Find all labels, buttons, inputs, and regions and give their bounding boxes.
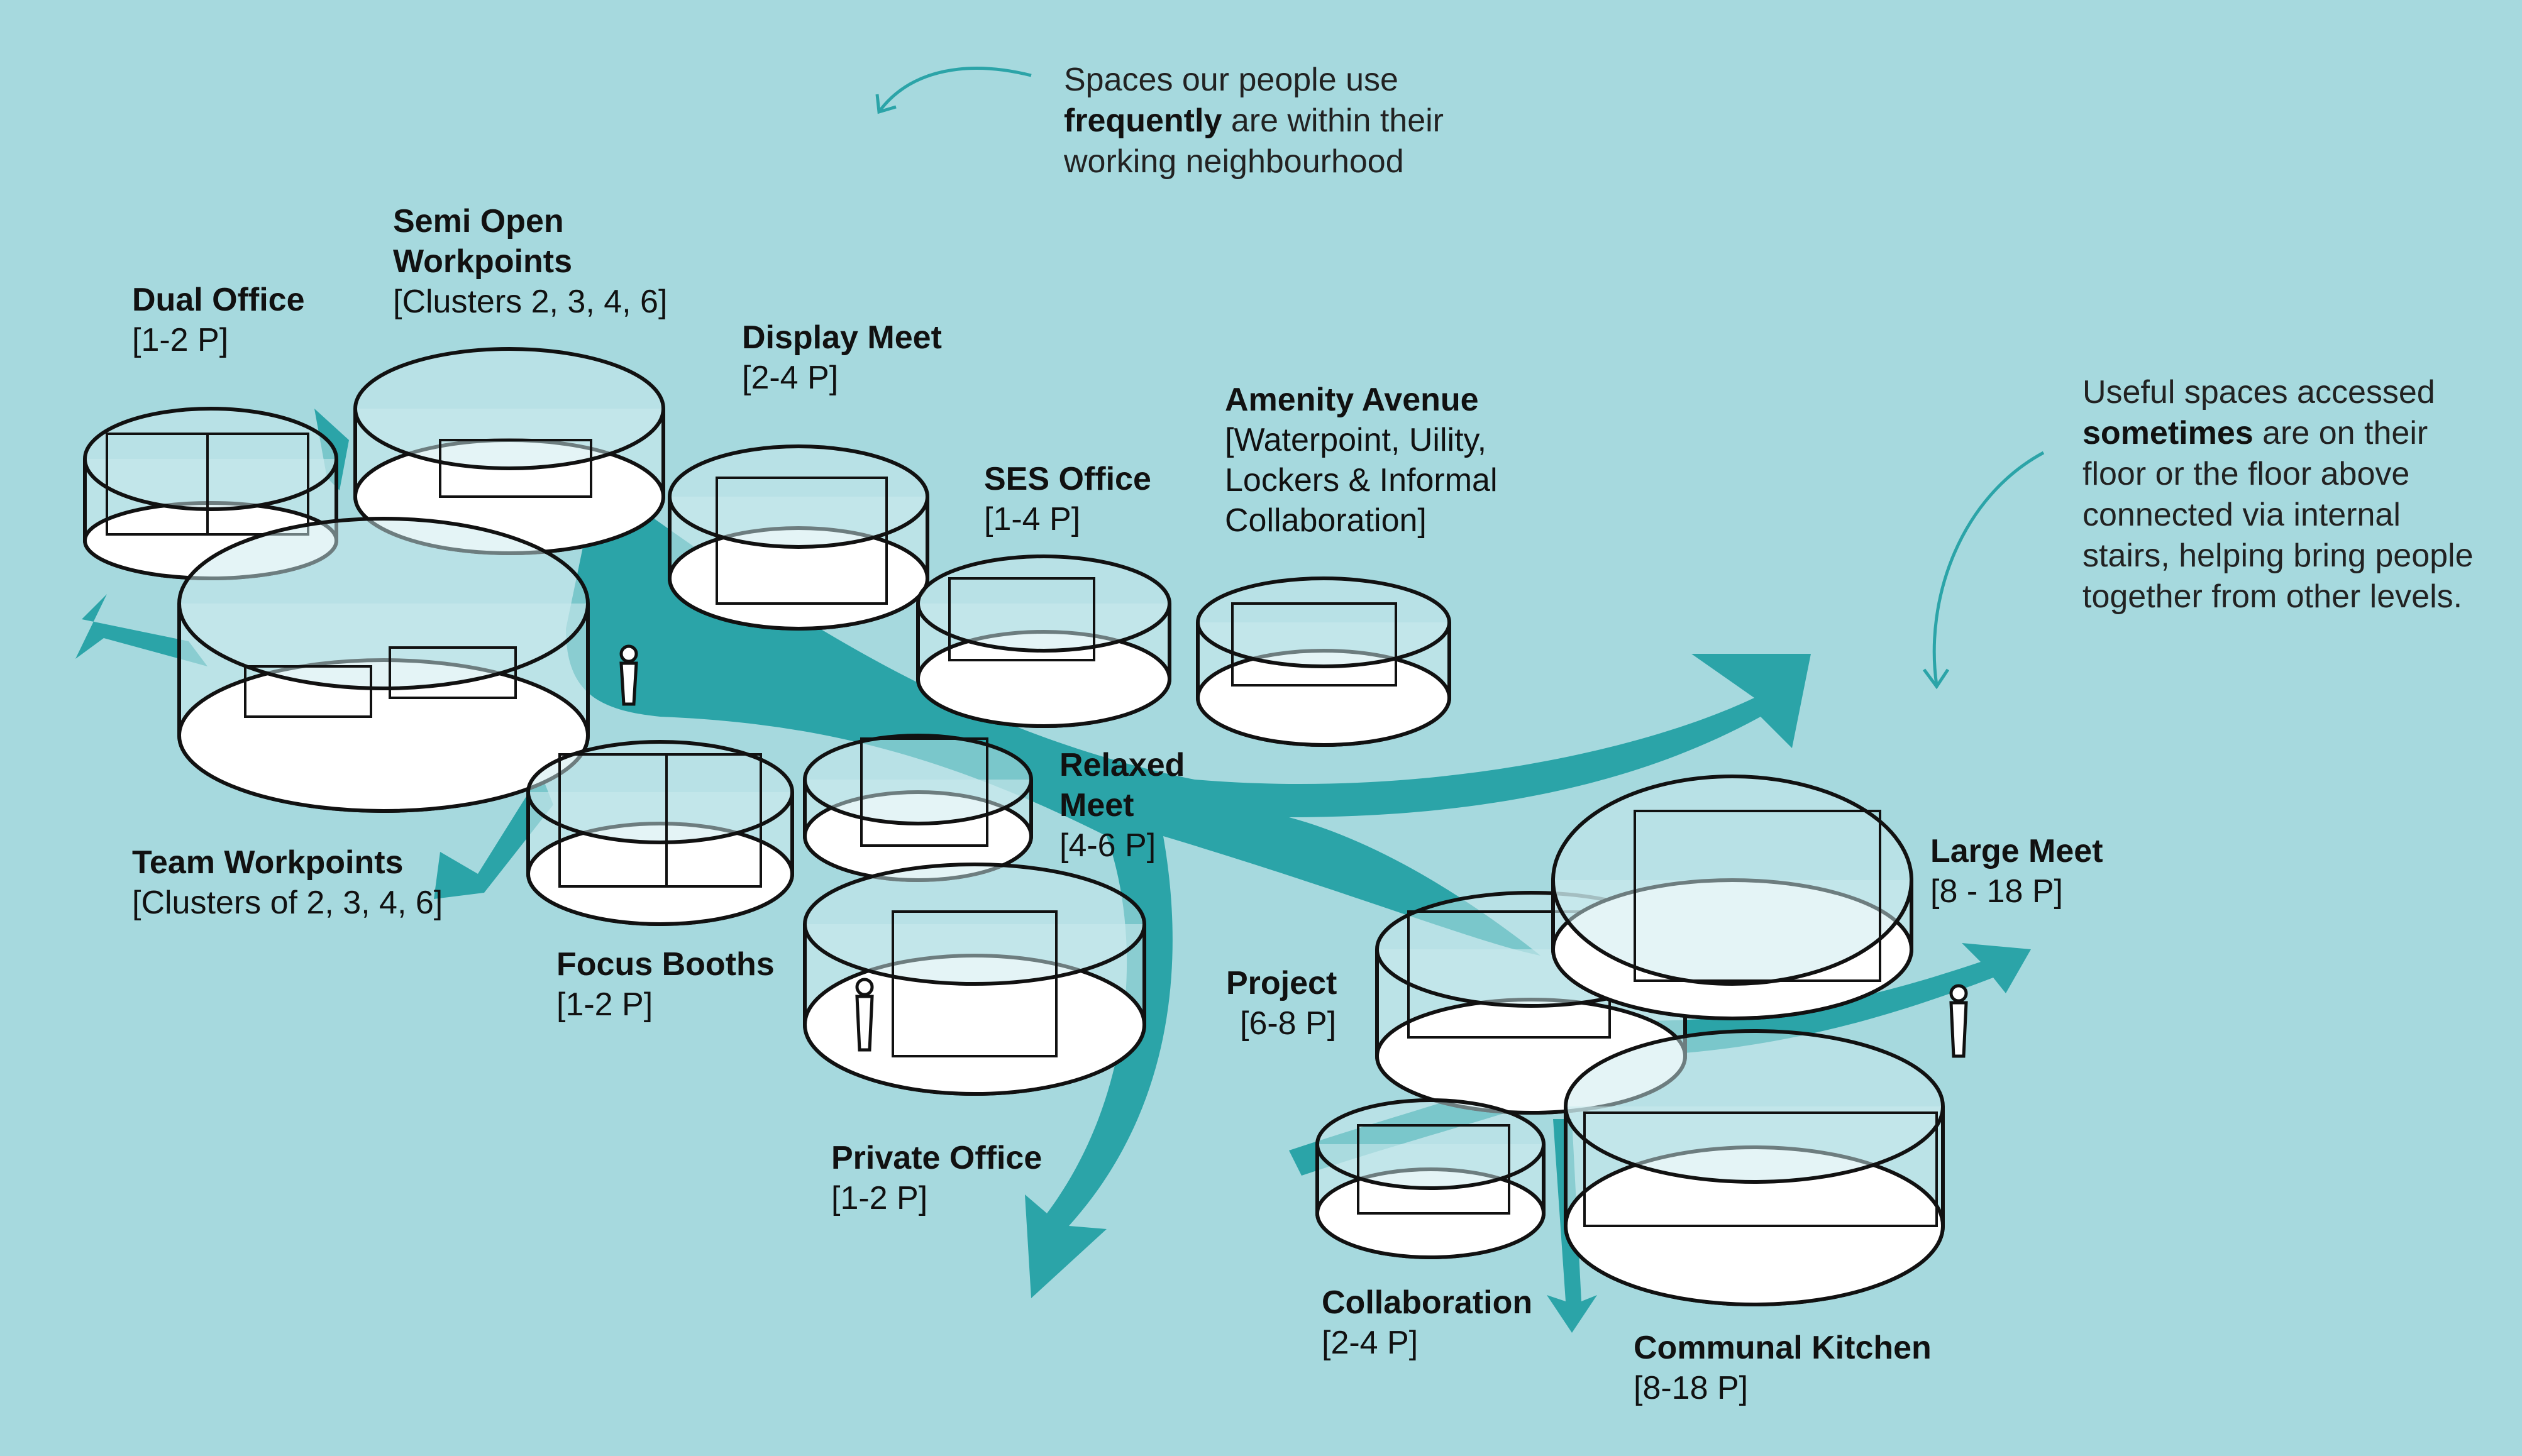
- label-capacity: [2-4 P]: [742, 360, 839, 396]
- label-title: Collaboration: [1322, 1284, 1533, 1321]
- label-collaboration: Collaboration [2-4 P]: [1322, 1282, 1532, 1363]
- label-communal-kitchen: Communal Kitchen [8-18 P]: [1634, 1328, 1932, 1408]
- pod-display-meet: [668, 444, 929, 631]
- note-sometimes-text-end: are on their floor or the floor above co…: [2082, 415, 2474, 615]
- path-to-lower-left: [434, 773, 553, 899]
- label-capacity: [1-4 P]: [984, 501, 1081, 538]
- label-project: Project [6-8 P]: [1226, 963, 1337, 1044]
- label-detail-line1: [Waterpoint, Uility,: [1225, 422, 1487, 458]
- pod-relaxed-meet: [803, 734, 1033, 882]
- label-capacity: [6-8 P]: [1240, 1005, 1337, 1042]
- label-amenity-avenue: Amenity Avenue [Waterpoint, Uility, Lock…: [1225, 380, 1498, 541]
- label-semi-open-workpoints: Semi Open Workpoints [Clusters 2, 3, 4, …: [393, 201, 667, 322]
- label-capacity: [1-2 P]: [831, 1180, 928, 1216]
- label-capacity: [2-4 P]: [1322, 1325, 1419, 1361]
- label-capacity: [4-6 P]: [1059, 827, 1156, 864]
- label-ses-office: SES Office [1-4 P]: [984, 459, 1151, 539]
- person-icon: [1949, 984, 1968, 1058]
- label-large-meet: Large Meet [8 - 18 P]: [1930, 831, 2103, 912]
- pod-collaboration: [1315, 1098, 1546, 1259]
- person-icon: [855, 978, 874, 1052]
- label-title: Amenity Avenue: [1225, 382, 1479, 418]
- note-frequent-text-end: are within their working neighbourhood: [1064, 102, 1444, 180]
- pod-amenity-avenue: [1196, 576, 1451, 747]
- note-frequent-bold: frequently: [1064, 102, 1222, 139]
- label-title: Private Office: [831, 1140, 1043, 1176]
- pod-large-meet: [1551, 775, 1913, 1020]
- note-frequent-text: Spaces our people use: [1064, 62, 1398, 98]
- label-relaxed-meet: Relaxed Meet [4-6 P]: [1059, 745, 1185, 866]
- arrow-sometimes: [1932, 451, 2045, 686]
- note-frequent: Spaces our people use frequently are wit…: [1064, 60, 1504, 182]
- pod-ses-office: [916, 554, 1171, 728]
- pod-communal-kitchen: [1564, 1029, 1945, 1306]
- annotation-arrows: [875, 67, 2045, 690]
- label-team-workpoints: Team Workpoints [Clusters of 2, 3, 4, 6]: [132, 842, 443, 923]
- label-title: Dual Office: [132, 282, 305, 318]
- label-dual-office: Dual Office [1-2 P]: [132, 280, 305, 360]
- note-sometimes: Useful spaces accessed sometimes are on …: [2082, 372, 2485, 617]
- person-icon: [619, 644, 638, 706]
- label-capacity: [8-18 P]: [1634, 1370, 1749, 1406]
- label-title-line2: Workpoints: [393, 243, 573, 280]
- label-title: SES Office: [984, 461, 1151, 497]
- label-title: Communal Kitchen: [1634, 1330, 1932, 1366]
- label-title: Team Workpoints: [132, 844, 404, 881]
- arrow-frequent: [879, 67, 1032, 111]
- arrow-frequent-head: [875, 94, 897, 114]
- main-spine: [566, 478, 1811, 1298]
- label-title-line2: Meet: [1059, 787, 1134, 824]
- label-title: Focus Booths: [556, 946, 775, 983]
- label-focus-booths: Focus Booths [1-2 P]: [556, 944, 775, 1025]
- label-capacity: [1-2 P]: [132, 322, 229, 358]
- label-private-office: Private Office [1-2 P]: [831, 1138, 1042, 1218]
- label-display-meet: Display Meet [2-4 P]: [742, 317, 942, 398]
- note-sometimes-text: Useful spaces accessed: [2082, 374, 2435, 411]
- label-title: Project: [1226, 965, 1337, 1001]
- label-capacity: [Clusters of 2, 3, 4, 6]: [132, 885, 443, 921]
- note-sometimes-bold: sometimes: [2082, 415, 2254, 451]
- arrow-sometimes-head: [1922, 668, 1950, 690]
- label-title: Large Meet: [1930, 833, 2103, 869]
- label-detail-line3: Collaboration]: [1225, 502, 1427, 539]
- label-capacity: [8 - 18 P]: [1930, 873, 2063, 910]
- label-capacity: [Clusters 2, 3, 4, 6]: [393, 284, 668, 320]
- label-title: Display Meet: [742, 319, 942, 356]
- pod-private-office: [803, 863, 1146, 1096]
- path-to-left: [75, 594, 207, 666]
- pod-focus-booths: [526, 740, 794, 926]
- label-title-line1: Semi Open: [393, 203, 564, 240]
- pod-team-workpoints: [177, 517, 590, 813]
- label-capacity: [1-2 P]: [556, 986, 653, 1023]
- people-figures: [619, 644, 1968, 1058]
- space-pods: [83, 347, 1945, 1306]
- label-detail-line2: Lockers & Informal: [1225, 462, 1498, 499]
- label-title-line1: Relaxed: [1059, 747, 1185, 783]
